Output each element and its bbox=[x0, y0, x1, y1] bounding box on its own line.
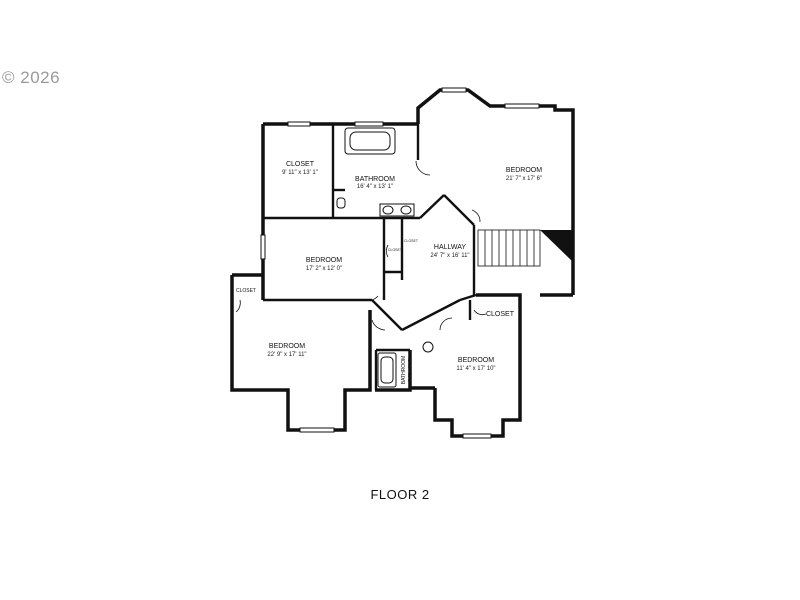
room-name-closet: CLOSET bbox=[404, 239, 419, 243]
windows bbox=[260, 87, 540, 439]
doors bbox=[235, 160, 487, 331]
room-name-bedroom: BEDROOM bbox=[269, 343, 305, 350]
room-name-closet: CLOSET bbox=[388, 248, 403, 252]
room-dims: 11' 4" x 17' 10" bbox=[456, 366, 495, 372]
room-dims: 8' 2" x 11' 5" bbox=[407, 357, 412, 382]
room-dims: 9' 11" x 13' 1" bbox=[282, 170, 318, 176]
room-dims: 16' 4" x 13' 1" bbox=[357, 184, 393, 190]
room-dims: 21' 7" x 17' 6" bbox=[506, 176, 542, 182]
room-name-bathroom: BATHROOM bbox=[401, 356, 407, 385]
room-dims: 24' 7" x 16' 11" bbox=[430, 253, 469, 259]
stair-void-marker bbox=[540, 230, 573, 262]
staircase bbox=[477, 229, 541, 267]
room-name-bedroom: BEDROOM bbox=[458, 357, 494, 364]
room-name-closet: CLOSET bbox=[286, 161, 315, 168]
floor-label: FLOOR 2 bbox=[370, 487, 430, 502]
interior-walls bbox=[263, 124, 477, 390]
bath-fixtures bbox=[336, 127, 434, 388]
room-name-bedroom: BEDROOM bbox=[506, 167, 542, 174]
room-name-closet: CLOSET bbox=[486, 311, 515, 318]
room-dims: 17' 2" x 12' 0" bbox=[306, 266, 342, 272]
room-name-closet: CLOSET bbox=[236, 288, 256, 294]
room-name-bedroom: BEDROOM bbox=[306, 257, 342, 264]
room-dims: 22' 9" x 17' 11" bbox=[267, 352, 306, 358]
room-name-bathroom: BATHROOM bbox=[355, 176, 395, 183]
copyright-watermark: © 2026 bbox=[2, 68, 61, 87]
room-name-hallway: HALLWAY bbox=[434, 244, 466, 251]
